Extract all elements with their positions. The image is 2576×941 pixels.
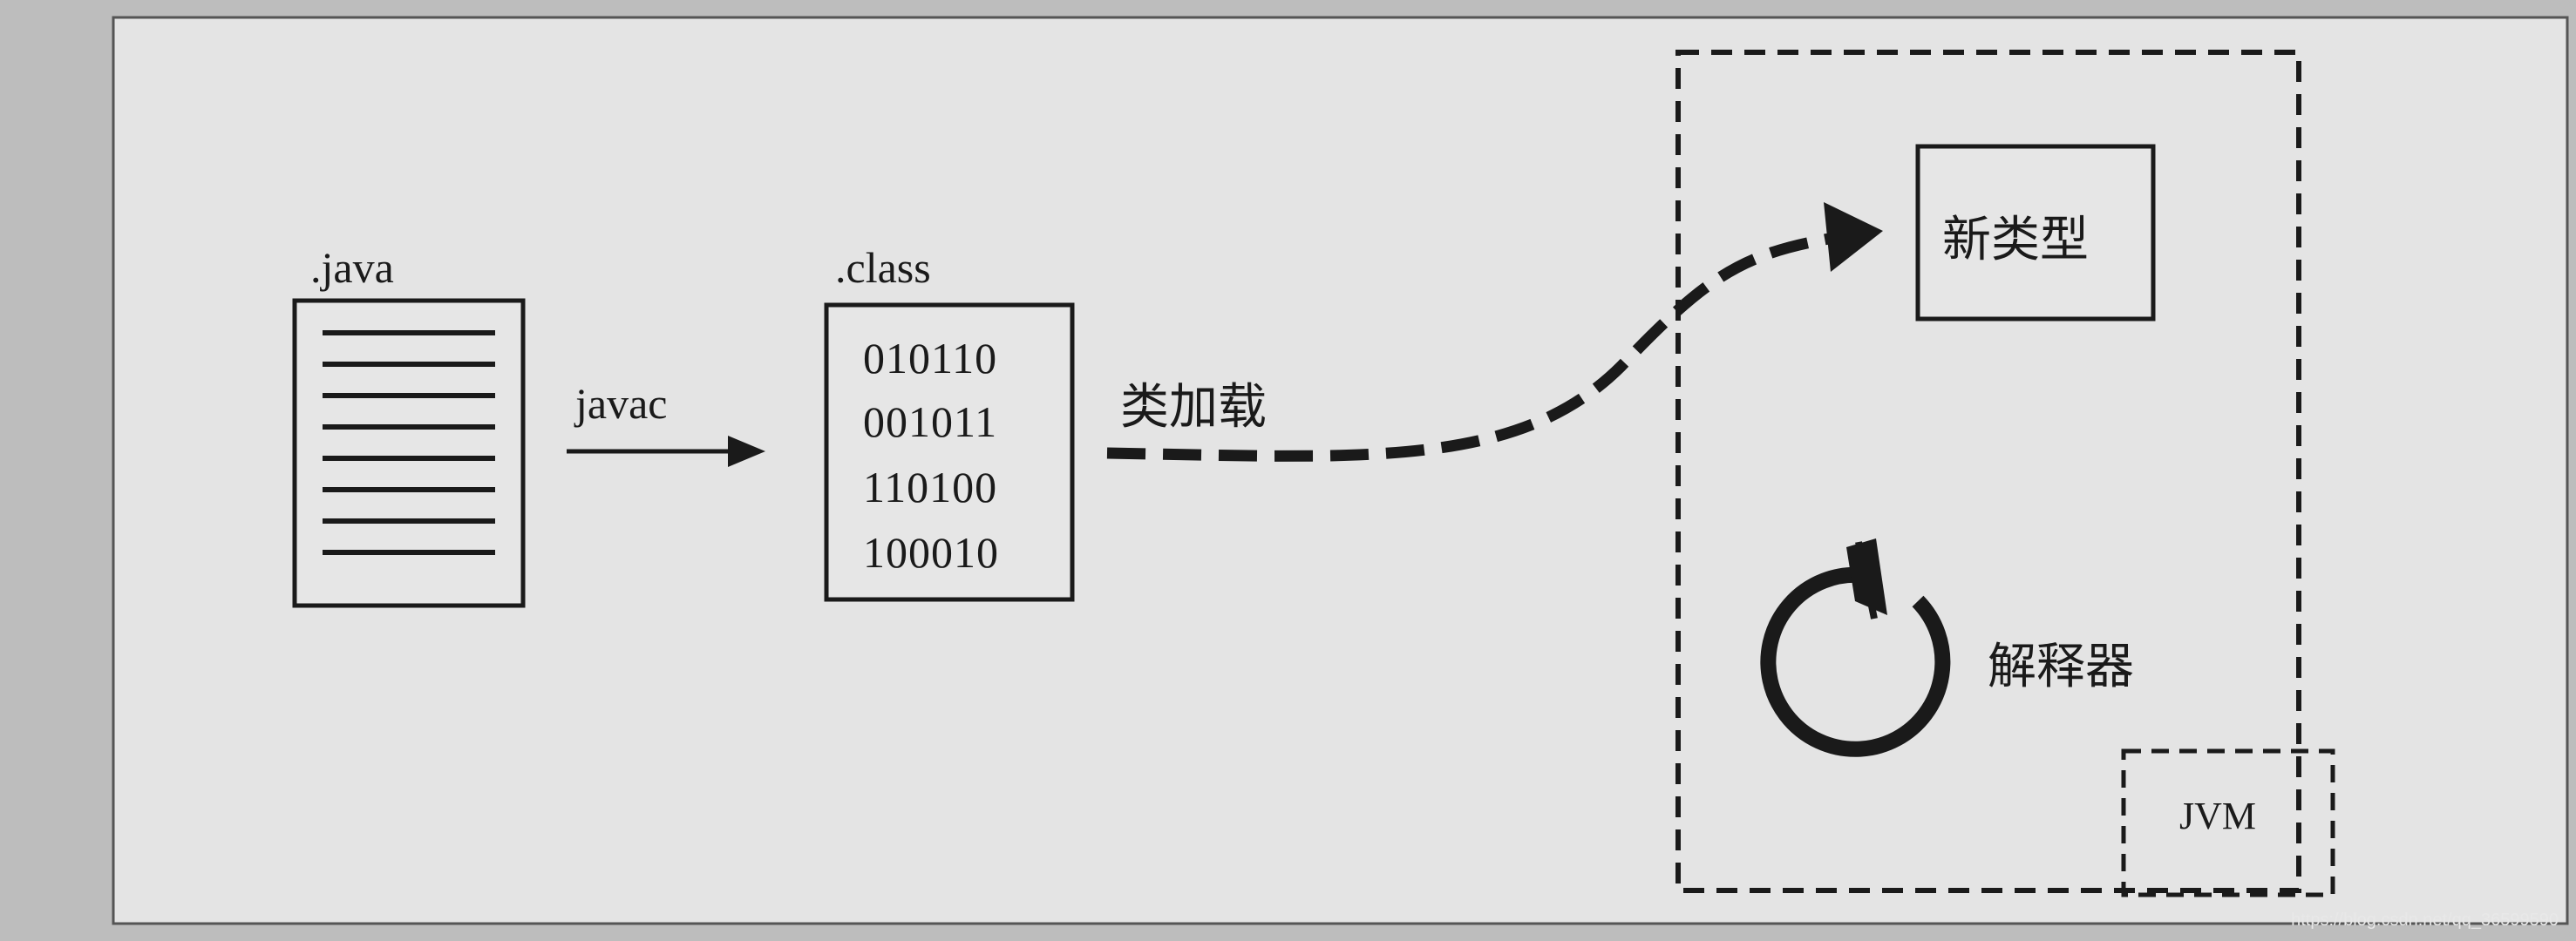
jvm-label-box xyxy=(2121,748,2335,897)
bytecode-line: 001011 xyxy=(863,397,998,446)
new-type-box xyxy=(1915,144,2156,322)
jvm-container xyxy=(1675,50,2301,893)
interpreter-loop-icon xyxy=(1760,538,1951,757)
interpreter-label: 解释器 xyxy=(1988,639,2134,695)
class-file-box xyxy=(824,302,1075,602)
jvm-label: JVM xyxy=(2179,795,2257,837)
bytecode-line: 110100 xyxy=(863,463,998,511)
bytecode-line: 100010 xyxy=(863,528,999,577)
new-type-label: 新类型 xyxy=(1942,212,2089,268)
javac-label: javac xyxy=(575,379,668,428)
class-file-label: .class xyxy=(835,243,931,292)
java-file-box xyxy=(292,298,526,608)
java-file-label: .java xyxy=(310,243,394,292)
javac-arrow xyxy=(567,436,765,467)
class-loading-arrow xyxy=(1106,202,1883,462)
watermark: https://blog.csdn.net/qq_36599590 xyxy=(2291,911,2559,930)
java-file-lines xyxy=(323,330,495,555)
bytecode-line: 010110 xyxy=(863,334,998,382)
class-loading-label: 类加载 xyxy=(1120,379,1267,436)
